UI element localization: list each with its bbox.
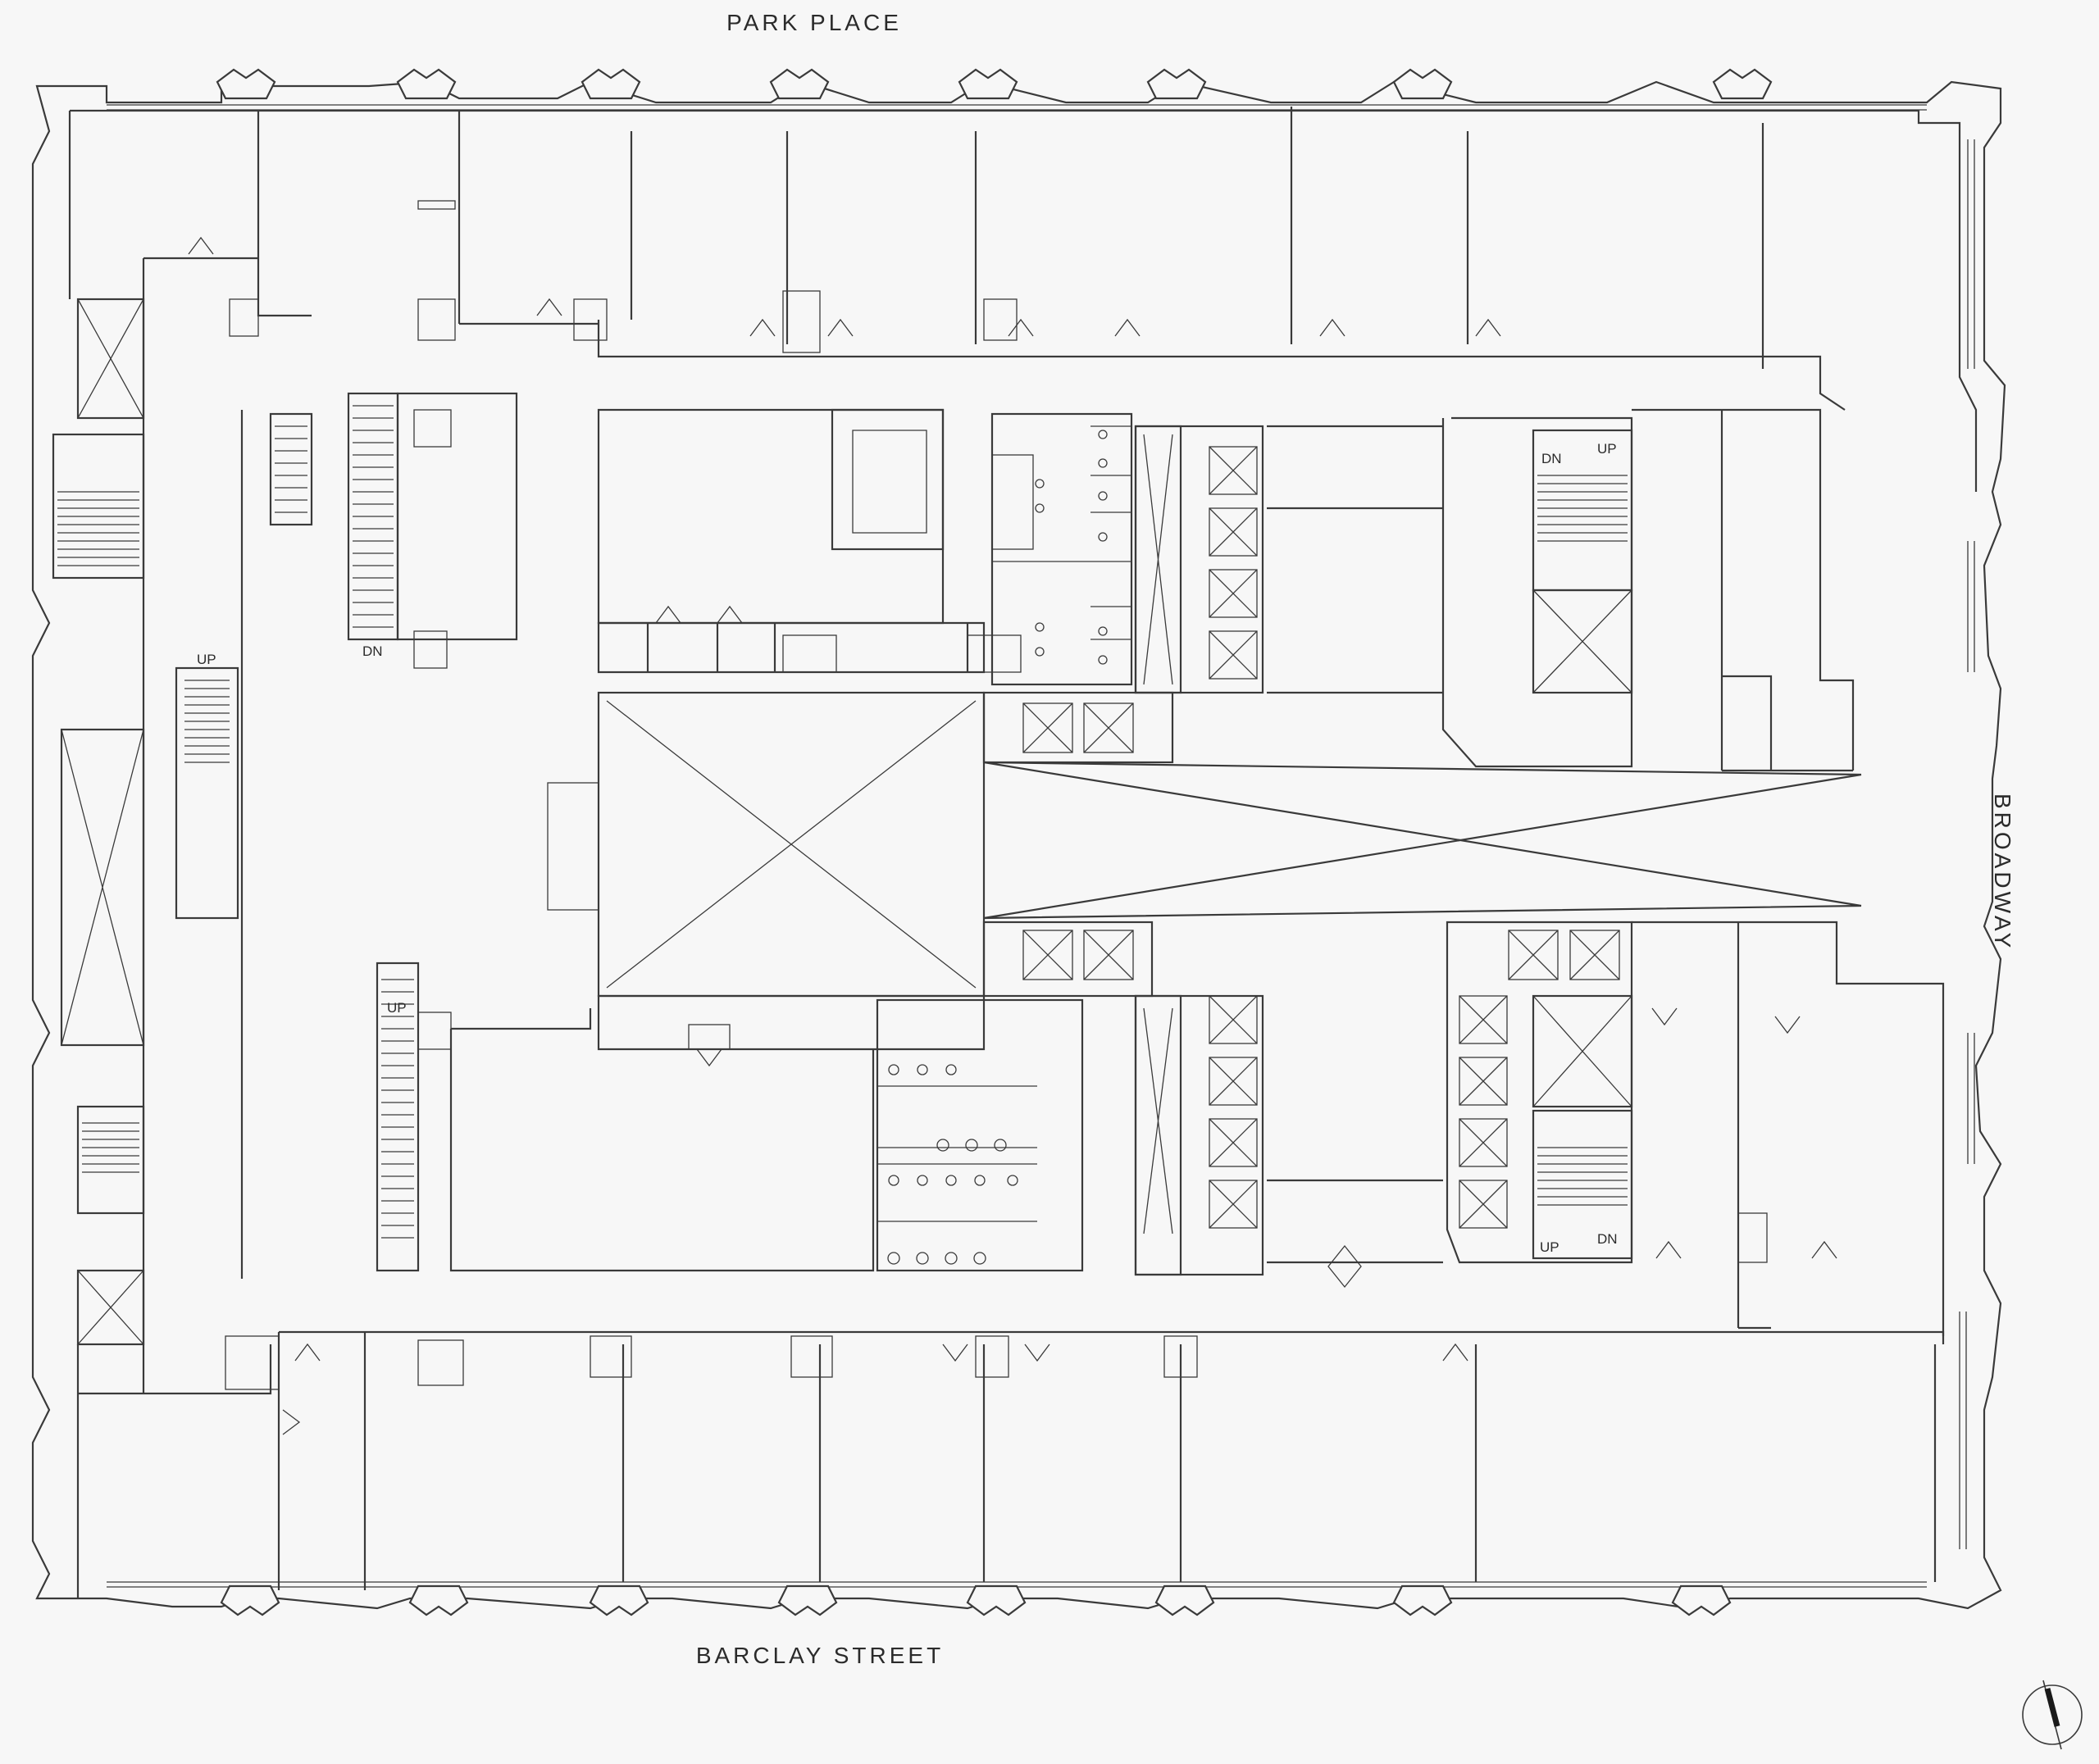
north-arrow-icon [2022,1680,2083,1750]
southeast-stair: UP DN [1446,921,1633,1264]
stair-label-up-se: UP [1540,1239,1559,1255]
north-restrooms [990,412,1133,686]
north-offices [68,107,1978,492]
southeast-elevators [982,921,1362,1289]
northeast-stair: DN UP [1441,416,1633,768]
stair-label-up-ne: UP [1597,441,1617,457]
south-restrooms [876,998,1084,1272]
exterior-wall [31,80,2006,1610]
south-offices [76,1330,1945,1598]
east-offices [1267,408,1945,1336]
central-atrium [547,691,1862,998]
west-core: UP [52,257,258,1393]
stair-label-dn-west: DN [362,643,383,659]
central-north-block [597,408,1022,674]
street-label-south: BARCLAY STREET [695,1643,945,1668]
northeast-elevators [982,425,1264,764]
stair-label-dn-ne: DN [1541,451,1562,466]
stair-label-dn-se: DN [1597,1231,1618,1247]
street-label-north: PARK PLACE [726,10,902,35]
west-lower-stair: UP [376,962,452,1272]
central-south-block [449,994,986,1272]
pilasters [216,68,1773,1616]
stair-label-up-west-lower: UP [387,1000,407,1016]
stair-label-up-west: UP [197,652,216,667]
central-stair: DN [269,392,518,669]
